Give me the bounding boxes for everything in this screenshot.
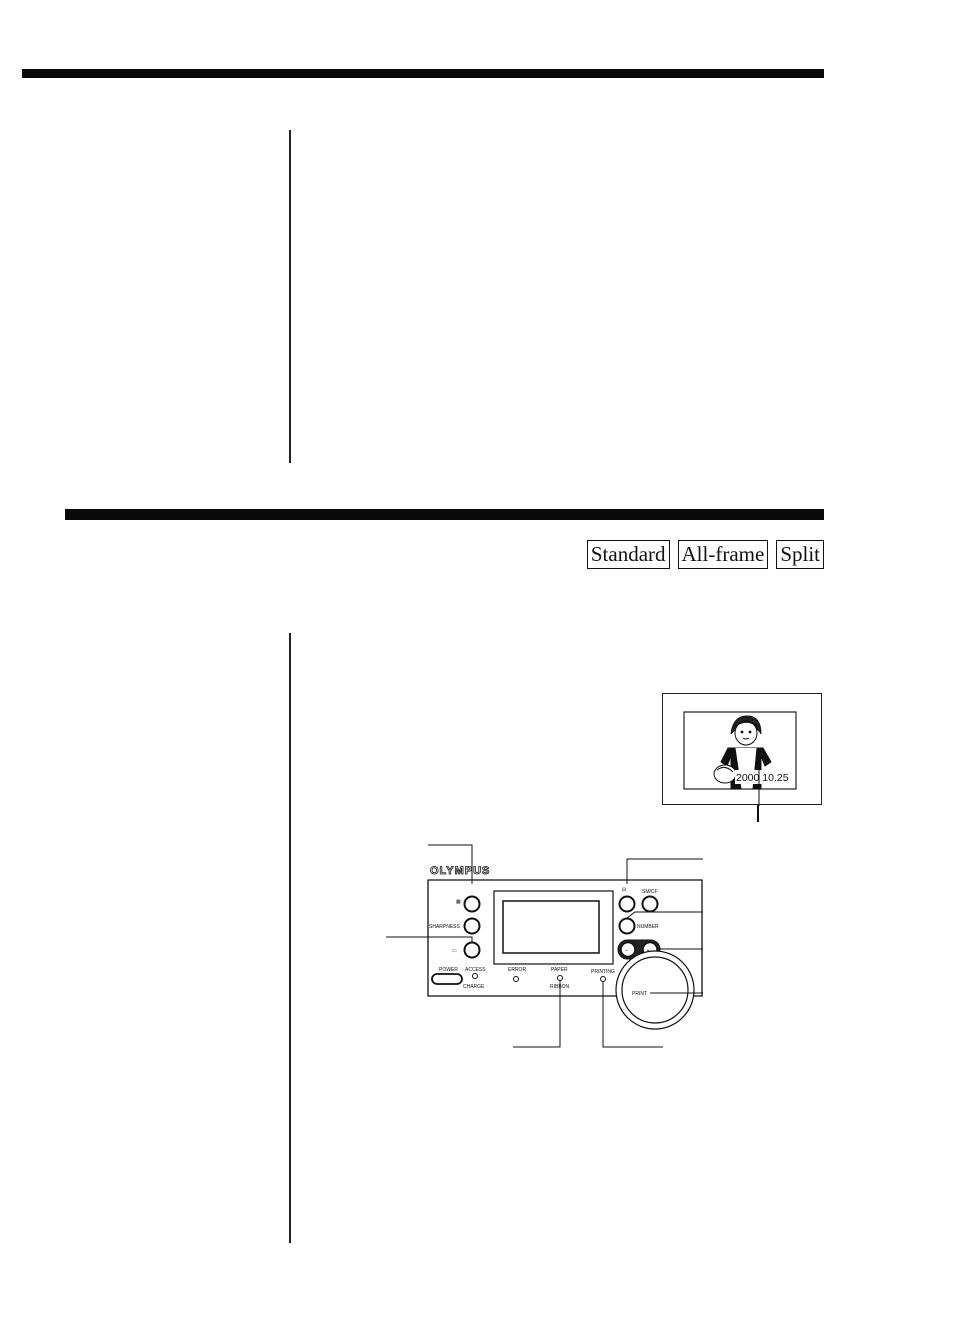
lcd-screen [502,900,600,954]
badge-split: Split [776,540,824,569]
leader-number-button [626,911,703,919]
date-imprint: 2000 10.25 [736,772,789,784]
print-mode-badges: Standard All-frame Split [586,540,824,569]
layout-button[interactable] [463,895,481,913]
leader-layout-button [428,844,473,884]
upper-margin-line [289,130,291,463]
brand-logo: OLYMPUS [430,865,490,877]
number-label: NUMBER [637,924,659,930]
access-lamp [472,973,478,979]
index-button[interactable] [618,895,636,913]
mode-select-button[interactable] [463,941,481,959]
access-label: ACCESS [465,967,486,973]
error-label: ERROR [508,967,526,973]
lcd-bezel [493,890,614,965]
leader-mode-button [386,936,473,945]
printing-lamp [600,976,606,982]
badge-all-frame: All-frame [677,540,769,569]
badge-standard: Standard [586,540,670,569]
index-icon: ⊟ [622,887,626,893]
grid-icon: ▦ [456,899,461,905]
power-label: POWER [439,967,458,973]
date-imprint-bg [735,770,793,784]
print-sample-frame: 2000 10.25 [662,693,822,806]
leader-paper-ribbon-lamp [513,981,561,1048]
sharpness-label: SHARPNESS [429,924,461,930]
sm-cf-label: SM/CF [642,889,658,895]
leader-printing-lamp [602,982,663,1048]
print-sample-illustration: 2000 10.25 [683,711,797,806]
sharpness-button[interactable] [463,917,481,935]
minus-button[interactable] [620,941,636,958]
minus-icon: − [625,948,628,954]
paper-label: PAPER [551,967,568,973]
leader-index-button [626,858,703,884]
print-label: PRINT [632,991,647,997]
sm-cf-button[interactable] [641,895,659,913]
control-panel-diagram: OLYMPUS ▦ SHARPNESS ▭ POWER ACCESS CHARG… [386,844,703,1048]
print-mode-icon: ▭ [452,948,457,954]
paper-ribbon-lamp [557,975,563,981]
panel-body [427,879,703,997]
number-button[interactable] [618,917,636,935]
error-lamp [513,976,519,982]
printing-label: PRINTING [591,969,615,975]
print-button[interactable] [621,956,689,1024]
charge-label: CHARGE [463,984,485,990]
section-rule [65,509,824,520]
power-button[interactable] [431,973,463,985]
date-imprint-leader-bottom [757,805,759,822]
lower-margin-line [289,633,291,1243]
top-rule [22,69,824,78]
